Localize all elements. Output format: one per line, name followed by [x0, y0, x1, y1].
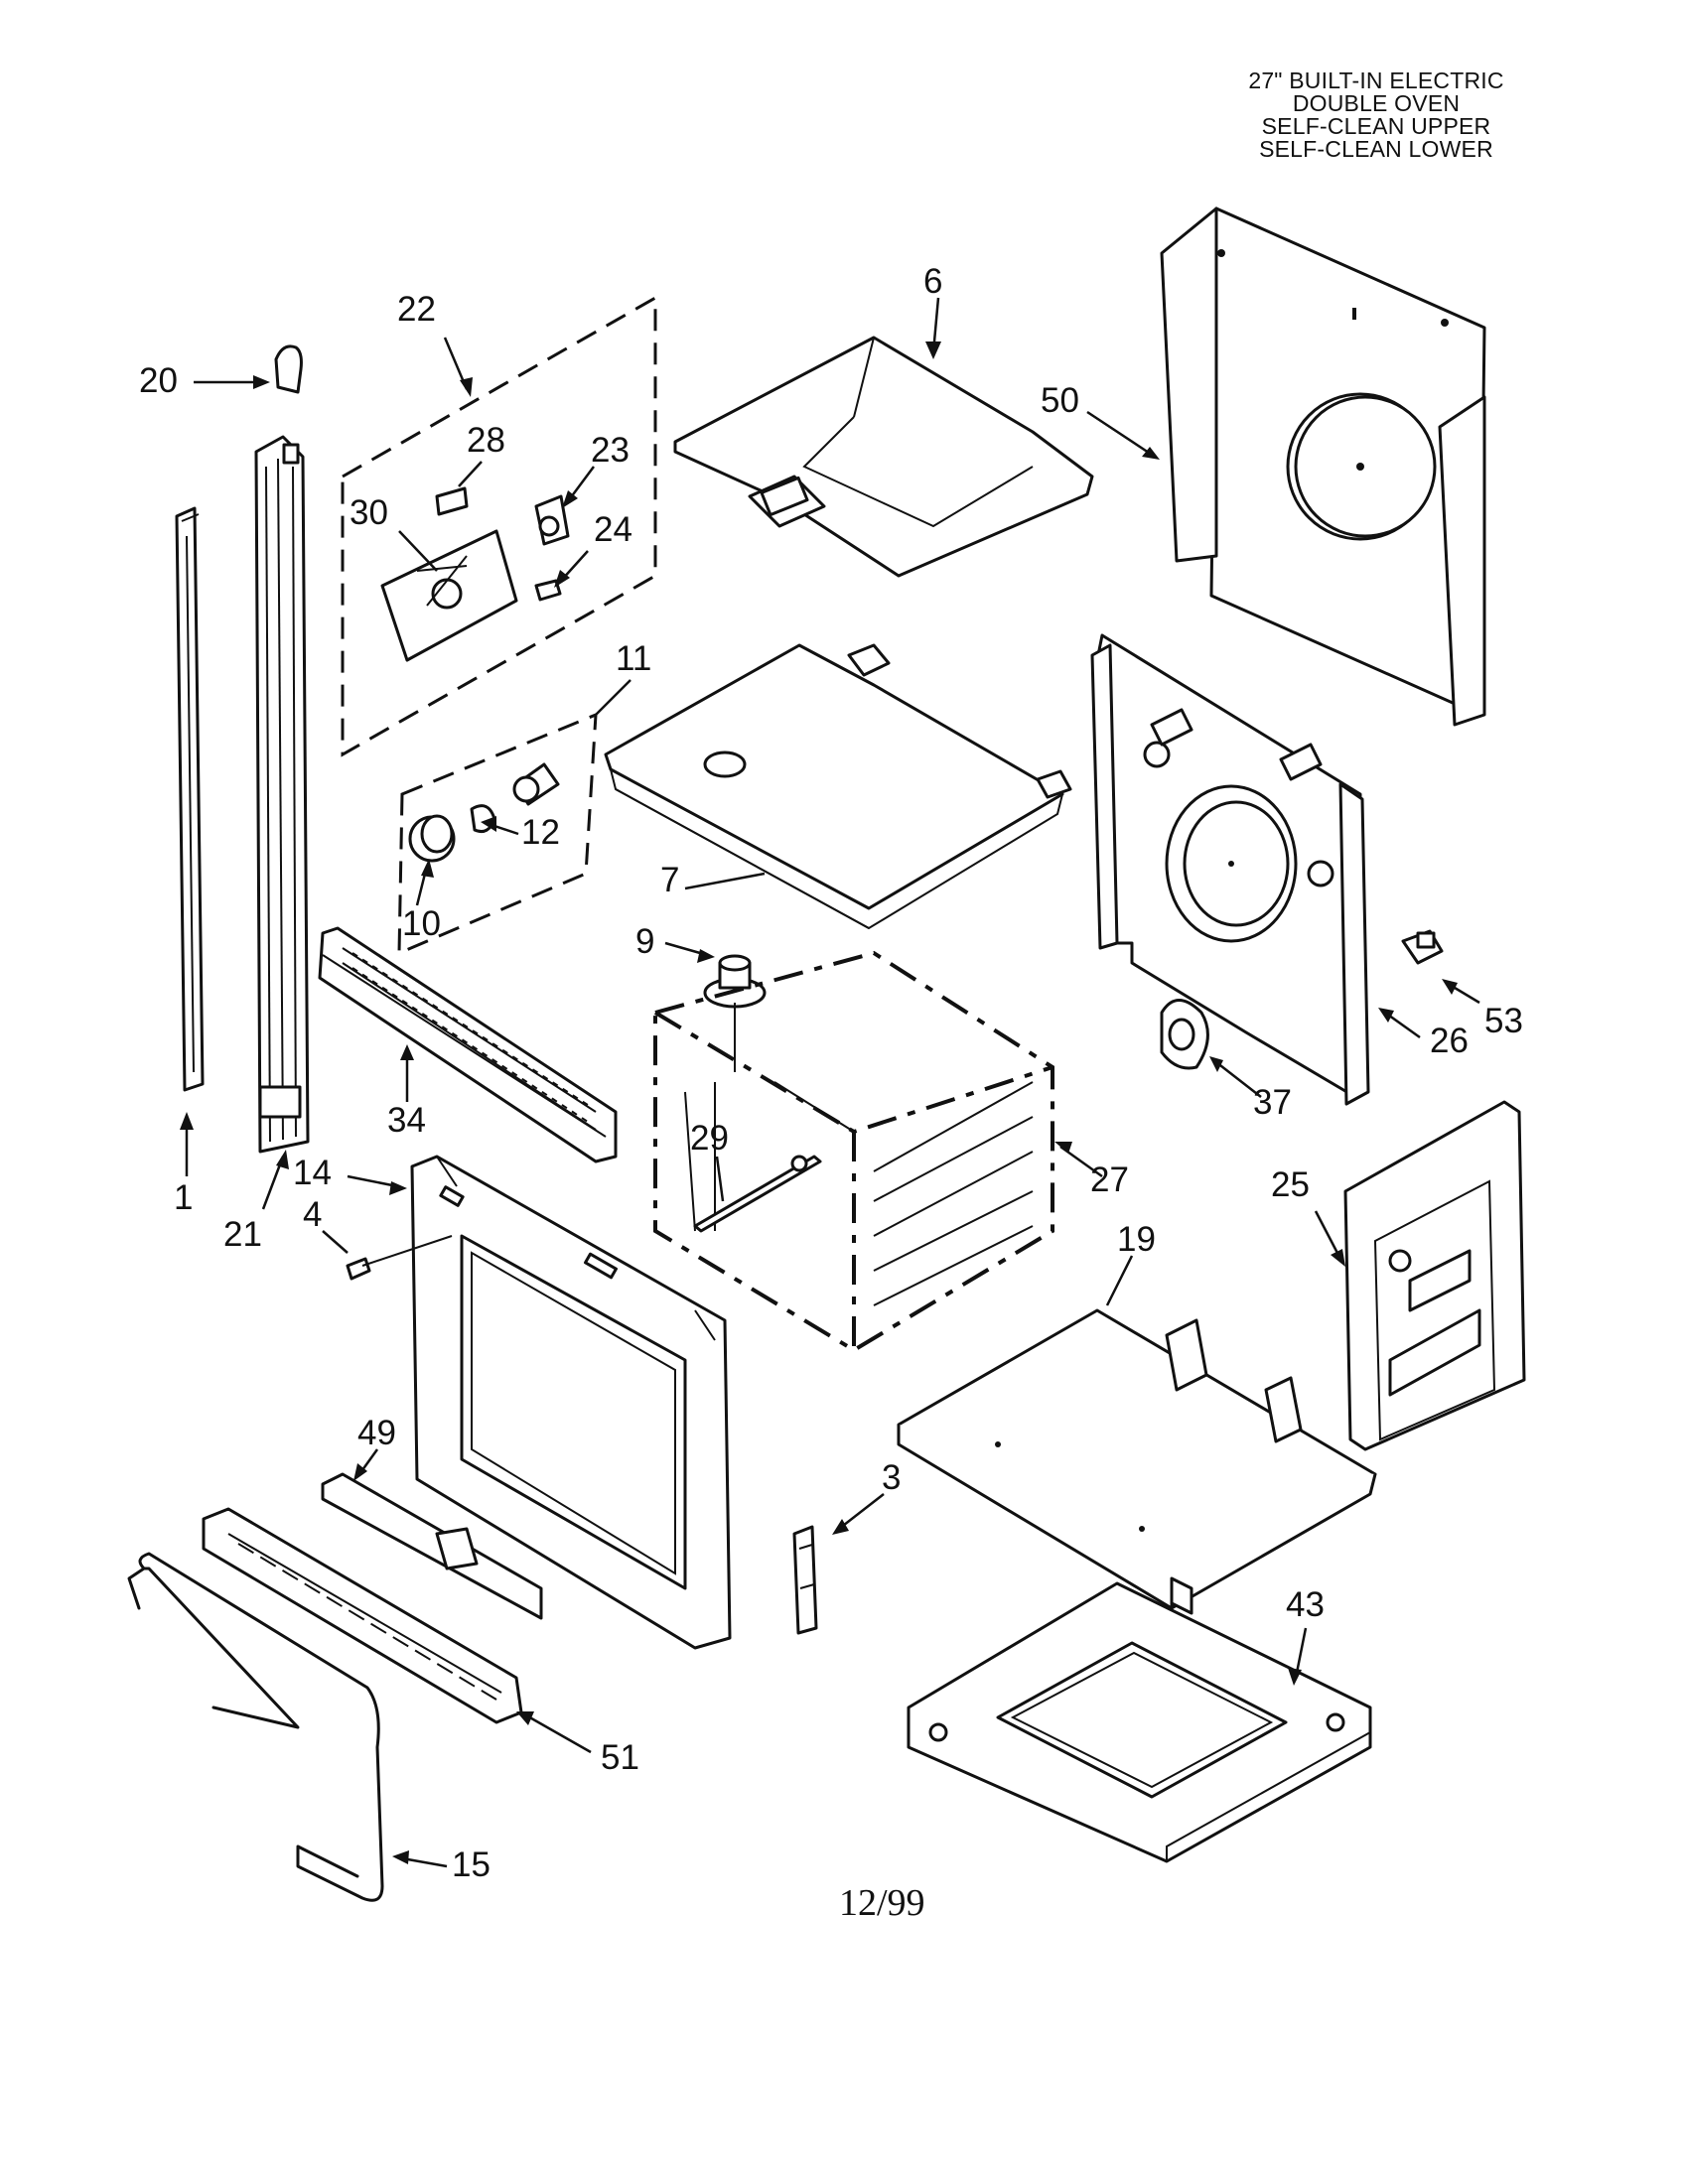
- callout-50: 50: [1041, 381, 1079, 420]
- callout-19: 19: [1117, 1220, 1156, 1259]
- arrow-icon: [1054, 1142, 1072, 1154]
- arrow-icon: [253, 375, 270, 389]
- arrow-icon: [389, 1181, 407, 1195]
- callout-6: 6: [923, 262, 942, 301]
- part-27-oven-cavity: [653, 950, 1054, 1353]
- part-37-gasket: [1160, 999, 1209, 1070]
- title-line-2: DOUBLE OVEN: [1292, 90, 1461, 116]
- arrow-icon: [276, 1150, 289, 1169]
- callout-28: 28: [467, 421, 505, 460]
- arrow-icon: [400, 1044, 414, 1060]
- part-11-switch-assembly: [397, 712, 598, 956]
- diagram-title: 27" BUILT-IN ELECTRIC DOUBLE OVEN SELF-C…: [1217, 69, 1535, 161]
- arrow-icon: [1142, 447, 1160, 460]
- arrow-icon: [554, 570, 570, 588]
- callout-25: 25: [1271, 1165, 1310, 1204]
- callout-53: 53: [1484, 1002, 1523, 1040]
- arrow-icon: [1209, 1056, 1223, 1072]
- part-6-top-baffle: [673, 336, 1094, 578]
- part-43-bottom-tray: [907, 1576, 1372, 1863]
- leader-15: [401, 1856, 448, 1868]
- arrow-icon: [460, 377, 473, 397]
- part-49-support-bracket: [321, 1472, 543, 1620]
- part-20-end-cap: [274, 344, 303, 394]
- callout-9: 9: [635, 922, 654, 961]
- leader-25: [1314, 1210, 1342, 1260]
- arrow-icon: [562, 490, 578, 508]
- part-15-door-gasket: [127, 1552, 384, 1902]
- leader-30: [398, 530, 438, 572]
- arrow-icon: [1442, 979, 1458, 995]
- leader-7: [684, 872, 766, 890]
- leader-19: [1105, 1255, 1134, 1306]
- part-21-side-channel: [254, 435, 310, 1154]
- arrow-icon: [697, 949, 715, 963]
- part-14-front-frame: [410, 1155, 732, 1650]
- callout-7: 7: [660, 861, 679, 899]
- callout-29: 29: [690, 1119, 729, 1158]
- arrow-icon: [1378, 1008, 1394, 1023]
- part-9-sensor: [703, 954, 767, 1072]
- callout-49: 49: [357, 1414, 396, 1452]
- leader-3: [838, 1493, 885, 1530]
- callout-34: 34: [387, 1101, 426, 1140]
- callout-24: 24: [594, 510, 632, 549]
- callout-30: 30: [350, 493, 388, 532]
- arrow-icon: [516, 1711, 534, 1725]
- leader-28: [458, 461, 483, 487]
- arrow-icon: [832, 1519, 849, 1535]
- part-22-control-assembly: [341, 295, 657, 757]
- callout-12: 12: [521, 813, 560, 852]
- callout-27: 27: [1090, 1160, 1129, 1199]
- title-line-3: SELF-CLEAN UPPER: [1261, 113, 1491, 139]
- part-34-vent-grille: [318, 926, 618, 1163]
- part-7-cavity-top: [604, 643, 1072, 930]
- part-29-rod: [693, 1155, 822, 1233]
- leader-11: [595, 679, 632, 716]
- callout-11: 11: [616, 639, 651, 678]
- callout-14: 14: [293, 1154, 332, 1192]
- revision-date: 12/99: [839, 1882, 925, 1924]
- part-50-rear-panel: [1160, 206, 1486, 727]
- title-line-4: SELF-CLEAN LOWER: [1259, 136, 1493, 162]
- callout-37: 37: [1253, 1083, 1292, 1122]
- leader-14: [347, 1174, 398, 1188]
- callout-10: 10: [402, 904, 441, 943]
- part-19-bottom-panel: [897, 1308, 1377, 1610]
- arrow-icon: [392, 1850, 409, 1864]
- callout-1: 1: [174, 1178, 193, 1217]
- leader-51: [525, 1713, 592, 1754]
- callout-4: 4: [303, 1195, 322, 1234]
- arrow-icon: [1288, 1668, 1302, 1686]
- callout-21: 21: [223, 1215, 262, 1254]
- callout-22: 22: [397, 290, 436, 329]
- title-line-1: 27" BUILT-IN ELECTRIC: [1248, 68, 1504, 93]
- arrow-icon: [353, 1463, 367, 1481]
- callout-43: 43: [1286, 1585, 1325, 1624]
- callout-3: 3: [882, 1458, 901, 1497]
- part-4-screw: [346, 1235, 453, 1281]
- callout-20: 20: [139, 361, 178, 400]
- callout-51: 51: [601, 1738, 639, 1777]
- part-26-back-frame: [1090, 633, 1370, 1106]
- arrow-icon: [925, 341, 941, 359]
- part-1-side-trim: [175, 506, 205, 1092]
- callout-23: 23: [591, 431, 630, 470]
- part-53-clip: [1401, 929, 1444, 965]
- callout-labels: 1 3 4 6 7 9 10 11 12 14 15 19 20 21 22 2…: [139, 262, 1523, 1884]
- part-25-side-panel: [1343, 1100, 1526, 1451]
- leader-37: [1215, 1061, 1262, 1098]
- part-3-bracket: [792, 1525, 818, 1635]
- arrow-icon: [481, 816, 496, 832]
- leader-4: [322, 1230, 349, 1254]
- leader-29: [715, 1156, 725, 1202]
- arrow-icon: [1331, 1249, 1345, 1267]
- callout-26: 26: [1430, 1022, 1469, 1060]
- arrow-icon: [421, 859, 434, 878]
- leader-50: [1086, 410, 1153, 457]
- arrow-icon: [180, 1112, 194, 1130]
- callout-15: 15: [452, 1845, 491, 1884]
